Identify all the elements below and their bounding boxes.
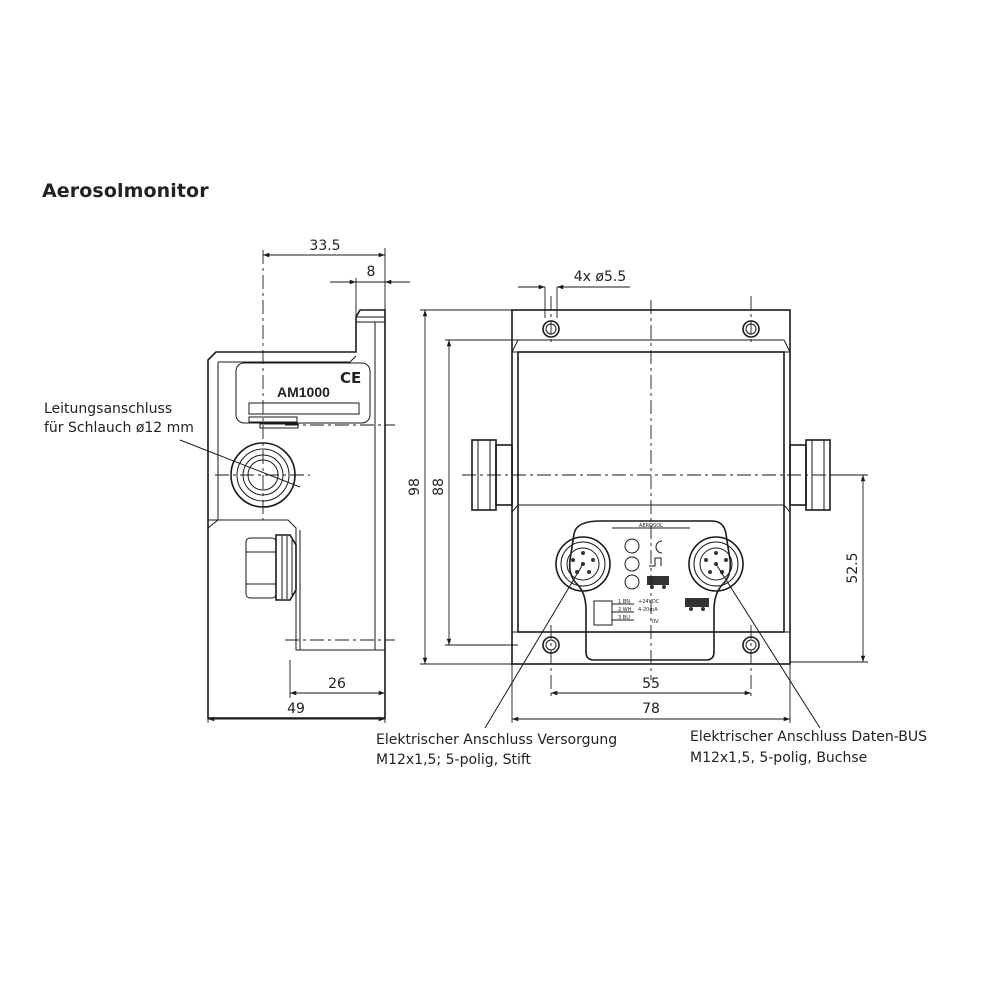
- label-plate: [235, 362, 371, 424]
- dim-holes: 4x ø5.5: [574, 269, 626, 285]
- hose-leader: [179, 439, 301, 488]
- side-view: AM1000 CE: [179, 238, 410, 723]
- supply-callout-line2: M12x1,5; 5-polig, Stift: [376, 752, 532, 768]
- pulse-symbol-icon: [649, 557, 662, 567]
- power-symbol-icon: [655, 540, 663, 554]
- supply-callout-line1: Elektrischer Anschluss Versorgung: [376, 732, 617, 748]
- bus-callout-line1: Elektrischer Anschluss Daten-BUS: [690, 729, 927, 745]
- dim-side-base-total: 49: [287, 701, 305, 717]
- ce-mark: CE: [340, 369, 361, 387]
- pin-table-box: [593, 600, 613, 626]
- dim-height-port: 52.5: [845, 552, 861, 583]
- front-view: AEROSOL 1 BN 2 WH 3 BU +24VDC 4-20mA 0V: [407, 269, 868, 729]
- label-barcode: [248, 402, 360, 415]
- hose-callout-line1: Leitungsanschluss: [44, 401, 172, 417]
- dim-side-flange: 8: [367, 264, 376, 280]
- status-leds: [624, 538, 640, 590]
- supply-leader: [484, 563, 584, 729]
- dim-side-depth: 33.5: [309, 238, 340, 254]
- dim-side-base-inner: 26: [328, 676, 346, 692]
- model-label: AM1000: [277, 384, 330, 400]
- pin-3: 3 BU: [618, 615, 630, 621]
- connector-panel: [568, 520, 732, 661]
- bus-callout-line2: M12x1,5, 5-polig, Buchse: [690, 750, 867, 766]
- dim-height-total: 98: [407, 478, 423, 496]
- dim-hole-spacing: 55: [642, 676, 660, 692]
- dim-width-total: 78: [642, 701, 660, 717]
- pin-1-value: +24VDC: [638, 599, 660, 605]
- pin-2: 2 WH: [618, 607, 632, 613]
- hose-callout-line2: für Schlauch ø12 mm: [44, 420, 194, 436]
- bus-connector-icon: [688, 536, 744, 592]
- bus-symbol-icon: [647, 576, 669, 589]
- side-connector-icon: [245, 534, 297, 601]
- bus-symbol-icon-2: [685, 598, 709, 611]
- page-title: Aerosolmonitor: [42, 180, 209, 202]
- supply-connector-icon: [555, 536, 611, 592]
- bus-leader: [715, 563, 821, 729]
- dim-height-body: 88: [431, 478, 447, 496]
- pin-1: 1 BN: [618, 599, 630, 605]
- pin-3-value: 0V: [652, 619, 659, 625]
- pin-2-value: 4-20mA: [638, 607, 658, 613]
